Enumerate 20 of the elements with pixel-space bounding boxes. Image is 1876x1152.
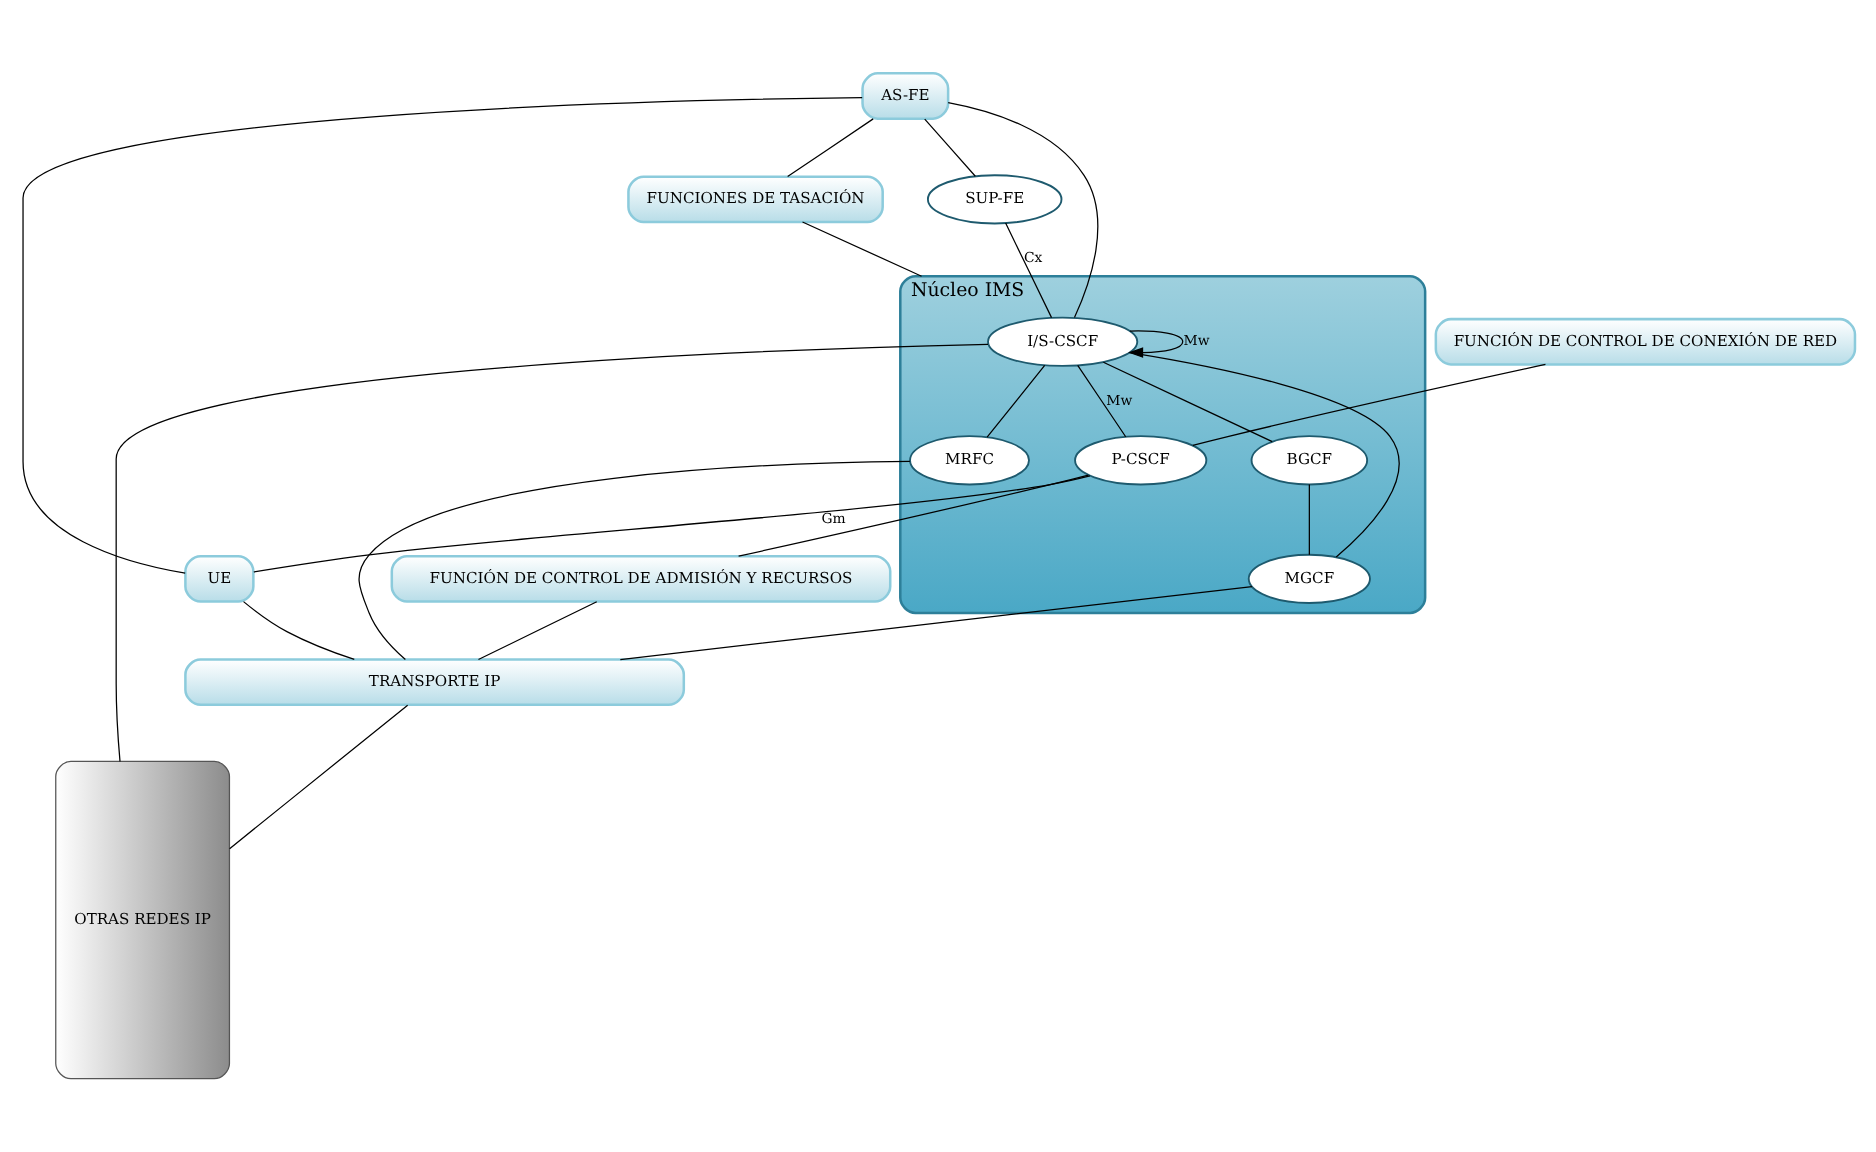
connector (228, 704, 408, 850)
connector (1191, 363, 1546, 446)
connector (786, 118, 873, 178)
connector (1101, 361, 1272, 443)
connector (736, 474, 1088, 557)
connector (946, 102, 1098, 319)
connector (800, 221, 922, 277)
connector (1004, 222, 1052, 319)
connector (252, 475, 1090, 573)
connector (1307, 483, 1309, 556)
connector (985, 364, 1045, 438)
connector (1128, 351, 1399, 558)
connector (357, 460, 910, 661)
connector (476, 601, 597, 661)
connector (114, 343, 988, 763)
connector (618, 586, 1252, 661)
connector (241, 601, 354, 661)
connector (1076, 364, 1126, 438)
connector (923, 118, 975, 177)
connector (21, 97, 862, 574)
